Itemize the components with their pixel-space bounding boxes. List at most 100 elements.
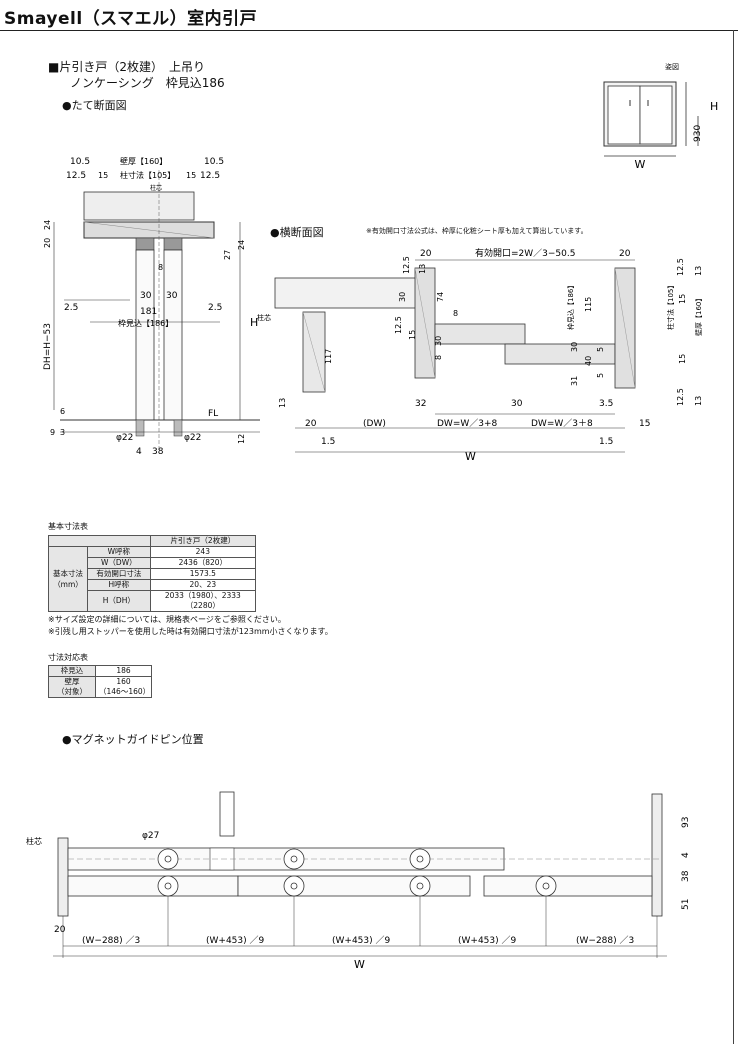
h-r-13: 13	[694, 266, 703, 276]
vertical-section-drawing: 10.5 壁厚【160】 10.5 12.5 15 柱寸法【105】 15 12…	[43, 156, 260, 457]
h-l-30: 30	[398, 292, 407, 302]
v-dim-dh: DH=H−53	[43, 323, 53, 370]
magnet-seg-3: (W+453) ／9	[332, 935, 391, 946]
v-dim-15a: 15	[98, 171, 108, 180]
magnet-seg-1: (W−288) ／3	[82, 935, 140, 946]
h-r-125b: 12.5	[676, 388, 685, 406]
magnet-pin-drawing: 柱芯 φ27 93 4 38 51 20 (W−288) ／3 (W+453) …	[26, 791, 691, 971]
size-row-value: 186	[95, 665, 152, 677]
h-b-20: 20	[305, 419, 317, 429]
h-b-w: W	[465, 450, 476, 463]
v-dim-wall: 壁厚【160】	[120, 156, 167, 166]
horizontal-section-drawing: 20 有効開口=2W／3−50.5 20 12.5 13 30 74 8 柱芯 …	[257, 247, 703, 463]
h-b-32: 32	[415, 399, 426, 409]
h-r-115: 115	[584, 297, 593, 312]
magnet-total-w: W	[354, 958, 365, 971]
magnet-dim-38: 38	[681, 870, 691, 882]
v-dim-15b: 15	[186, 171, 196, 180]
v-dim-pillar: 柱寸法【105】	[120, 170, 175, 180]
v-dim-25-right: 2.5	[208, 303, 222, 313]
v-dim-38: 38	[152, 447, 164, 457]
h-l-13b: 13	[278, 398, 287, 408]
table-group-label: 基本寸法（mm）	[48, 546, 88, 612]
table-row-value: 20、23	[149, 579, 257, 591]
magnet-seg-4: (W+453) ／9	[458, 935, 517, 946]
page-frame-line	[733, 30, 734, 1044]
magnet-dim-51: 51	[681, 899, 691, 910]
title-underline	[0, 30, 738, 31]
size-row-label: 枠見込	[48, 665, 96, 677]
h-l-13: 13	[418, 264, 427, 274]
v-dim-h: H	[250, 316, 258, 329]
elevation-w-label: W	[635, 158, 646, 170]
h-dim-20-left: 20	[420, 249, 432, 259]
table-note-2: ※引残し用ストッパーを使用した時は有効開口寸法が123mm小さくなります。	[48, 627, 333, 636]
v-dim-6: 6	[60, 407, 65, 416]
v-dim-25-left: 2.5	[64, 303, 78, 313]
v-dim-24r: 24	[237, 240, 246, 250]
h-r-15a: 15	[678, 294, 687, 304]
size-row-value: （146〜160）	[95, 687, 152, 698]
table-corner	[48, 535, 151, 547]
v-dim-125a: 12.5	[66, 171, 86, 181]
elevation-h-label: H	[710, 100, 718, 113]
h-r-15b: 15	[678, 354, 687, 364]
v-dim-frame-depth: 枠見込【186】	[118, 318, 173, 328]
product-line-1: ■片引き戸（2枚建） 上吊り	[48, 60, 205, 74]
magnet-seg-2: (W+453) ／9	[206, 935, 265, 946]
elevation-caption: 姿図	[665, 63, 679, 71]
v-dim-9: 9	[50, 428, 55, 437]
v-dim-phi22-b: φ22	[184, 433, 201, 443]
h-l-74: 74	[436, 292, 445, 302]
h-b-15: 15	[639, 419, 650, 429]
h-b-dw: (DW)	[363, 419, 386, 429]
h-l-30b: 30	[434, 336, 443, 346]
h-l-117: 117	[324, 349, 333, 364]
table-row-value: 243	[149, 546, 257, 558]
basic-table-caption: 基本寸法表	[48, 522, 88, 531]
h-r-30: 30	[570, 342, 579, 352]
h-b-15-left: 1.5	[321, 437, 335, 447]
size-row-label: 壁厚	[48, 676, 96, 687]
magnet-dim-93: 93	[681, 817, 691, 828]
table-row-value: 1573.5	[149, 568, 257, 580]
magnet-dim-20: 20	[54, 925, 66, 935]
h-l-15: 15	[408, 330, 417, 340]
h-r-wall: 壁厚【160】	[694, 295, 703, 336]
v-dim-3: 3	[60, 428, 65, 437]
table-row-value: 2033（1980）、2333（2280）	[149, 590, 257, 612]
h-l-8b: 8	[434, 355, 443, 360]
v-dim-20: 20	[43, 238, 52, 248]
v-dim-fl: FL	[208, 409, 218, 419]
horizontal-note: ※有効開口寸法公式は、枠厚に化粧シート厚も加えて算出しています。	[366, 227, 588, 235]
table-row-label: W（DW）	[87, 557, 151, 569]
elevation-sketch: W H 930	[603, 81, 718, 170]
basic-dimension-table: 片引き戸（2枚建） 基本寸法（mm） W呼称 243 W（DW） 2436（82…	[48, 535, 257, 612]
h-r-pillar: 柱寸法【105】	[666, 282, 675, 330]
v-dim-phi22-a: φ22	[116, 433, 133, 443]
section-vertical-heading: ●たて断面図	[62, 99, 127, 112]
table-row-label: H（DH）	[87, 590, 151, 612]
elevation-930-label: 930	[693, 125, 703, 142]
v-dim-30b: 30	[166, 291, 178, 301]
magnet-pillar-label: 柱芯	[26, 836, 42, 846]
h-r-35: 3.5	[599, 399, 613, 409]
v-dim-125b: 12.5	[200, 171, 220, 181]
magnet-seg-5: (W−288) ／3	[576, 935, 634, 946]
h-b-dw-a: DW=W／3+8	[437, 418, 498, 429]
v-pillar-center: 柱芯	[150, 184, 162, 192]
size-correspondence-table: 枠見込 186 壁厚 160 （対象） （146〜160）	[48, 665, 152, 698]
section-horizontal-heading: ●横断面図	[270, 226, 324, 239]
table-row-label: 有効開口寸法	[87, 568, 151, 580]
h-r-5a: 5	[596, 347, 605, 352]
h-l-8: 8	[453, 309, 458, 318]
v-dim-12: 12	[237, 434, 246, 444]
v-dim-30a: 30	[140, 291, 152, 301]
table-row-label: W呼称	[87, 546, 151, 558]
h-b-dw-b: DW=W／3＋8	[531, 418, 593, 429]
h-b-30: 30	[511, 399, 523, 409]
v-dim-4: 4	[136, 447, 142, 457]
h-r-13b: 13	[694, 396, 703, 406]
table-row-value: 2436（820）	[149, 557, 257, 569]
h-l-pillar: 柱芯	[257, 313, 271, 322]
